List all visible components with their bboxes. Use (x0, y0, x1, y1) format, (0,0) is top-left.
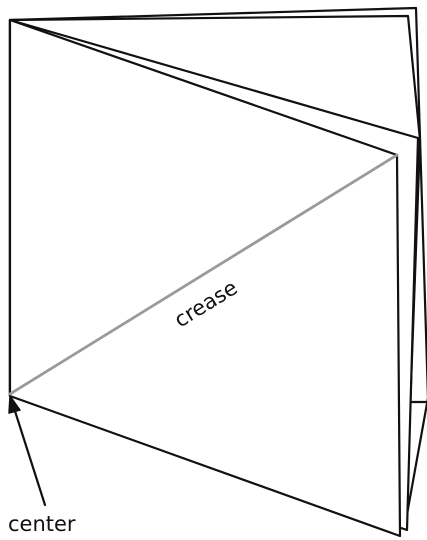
center-label: center (8, 512, 76, 536)
center-arrow-shaft (14, 408, 45, 505)
